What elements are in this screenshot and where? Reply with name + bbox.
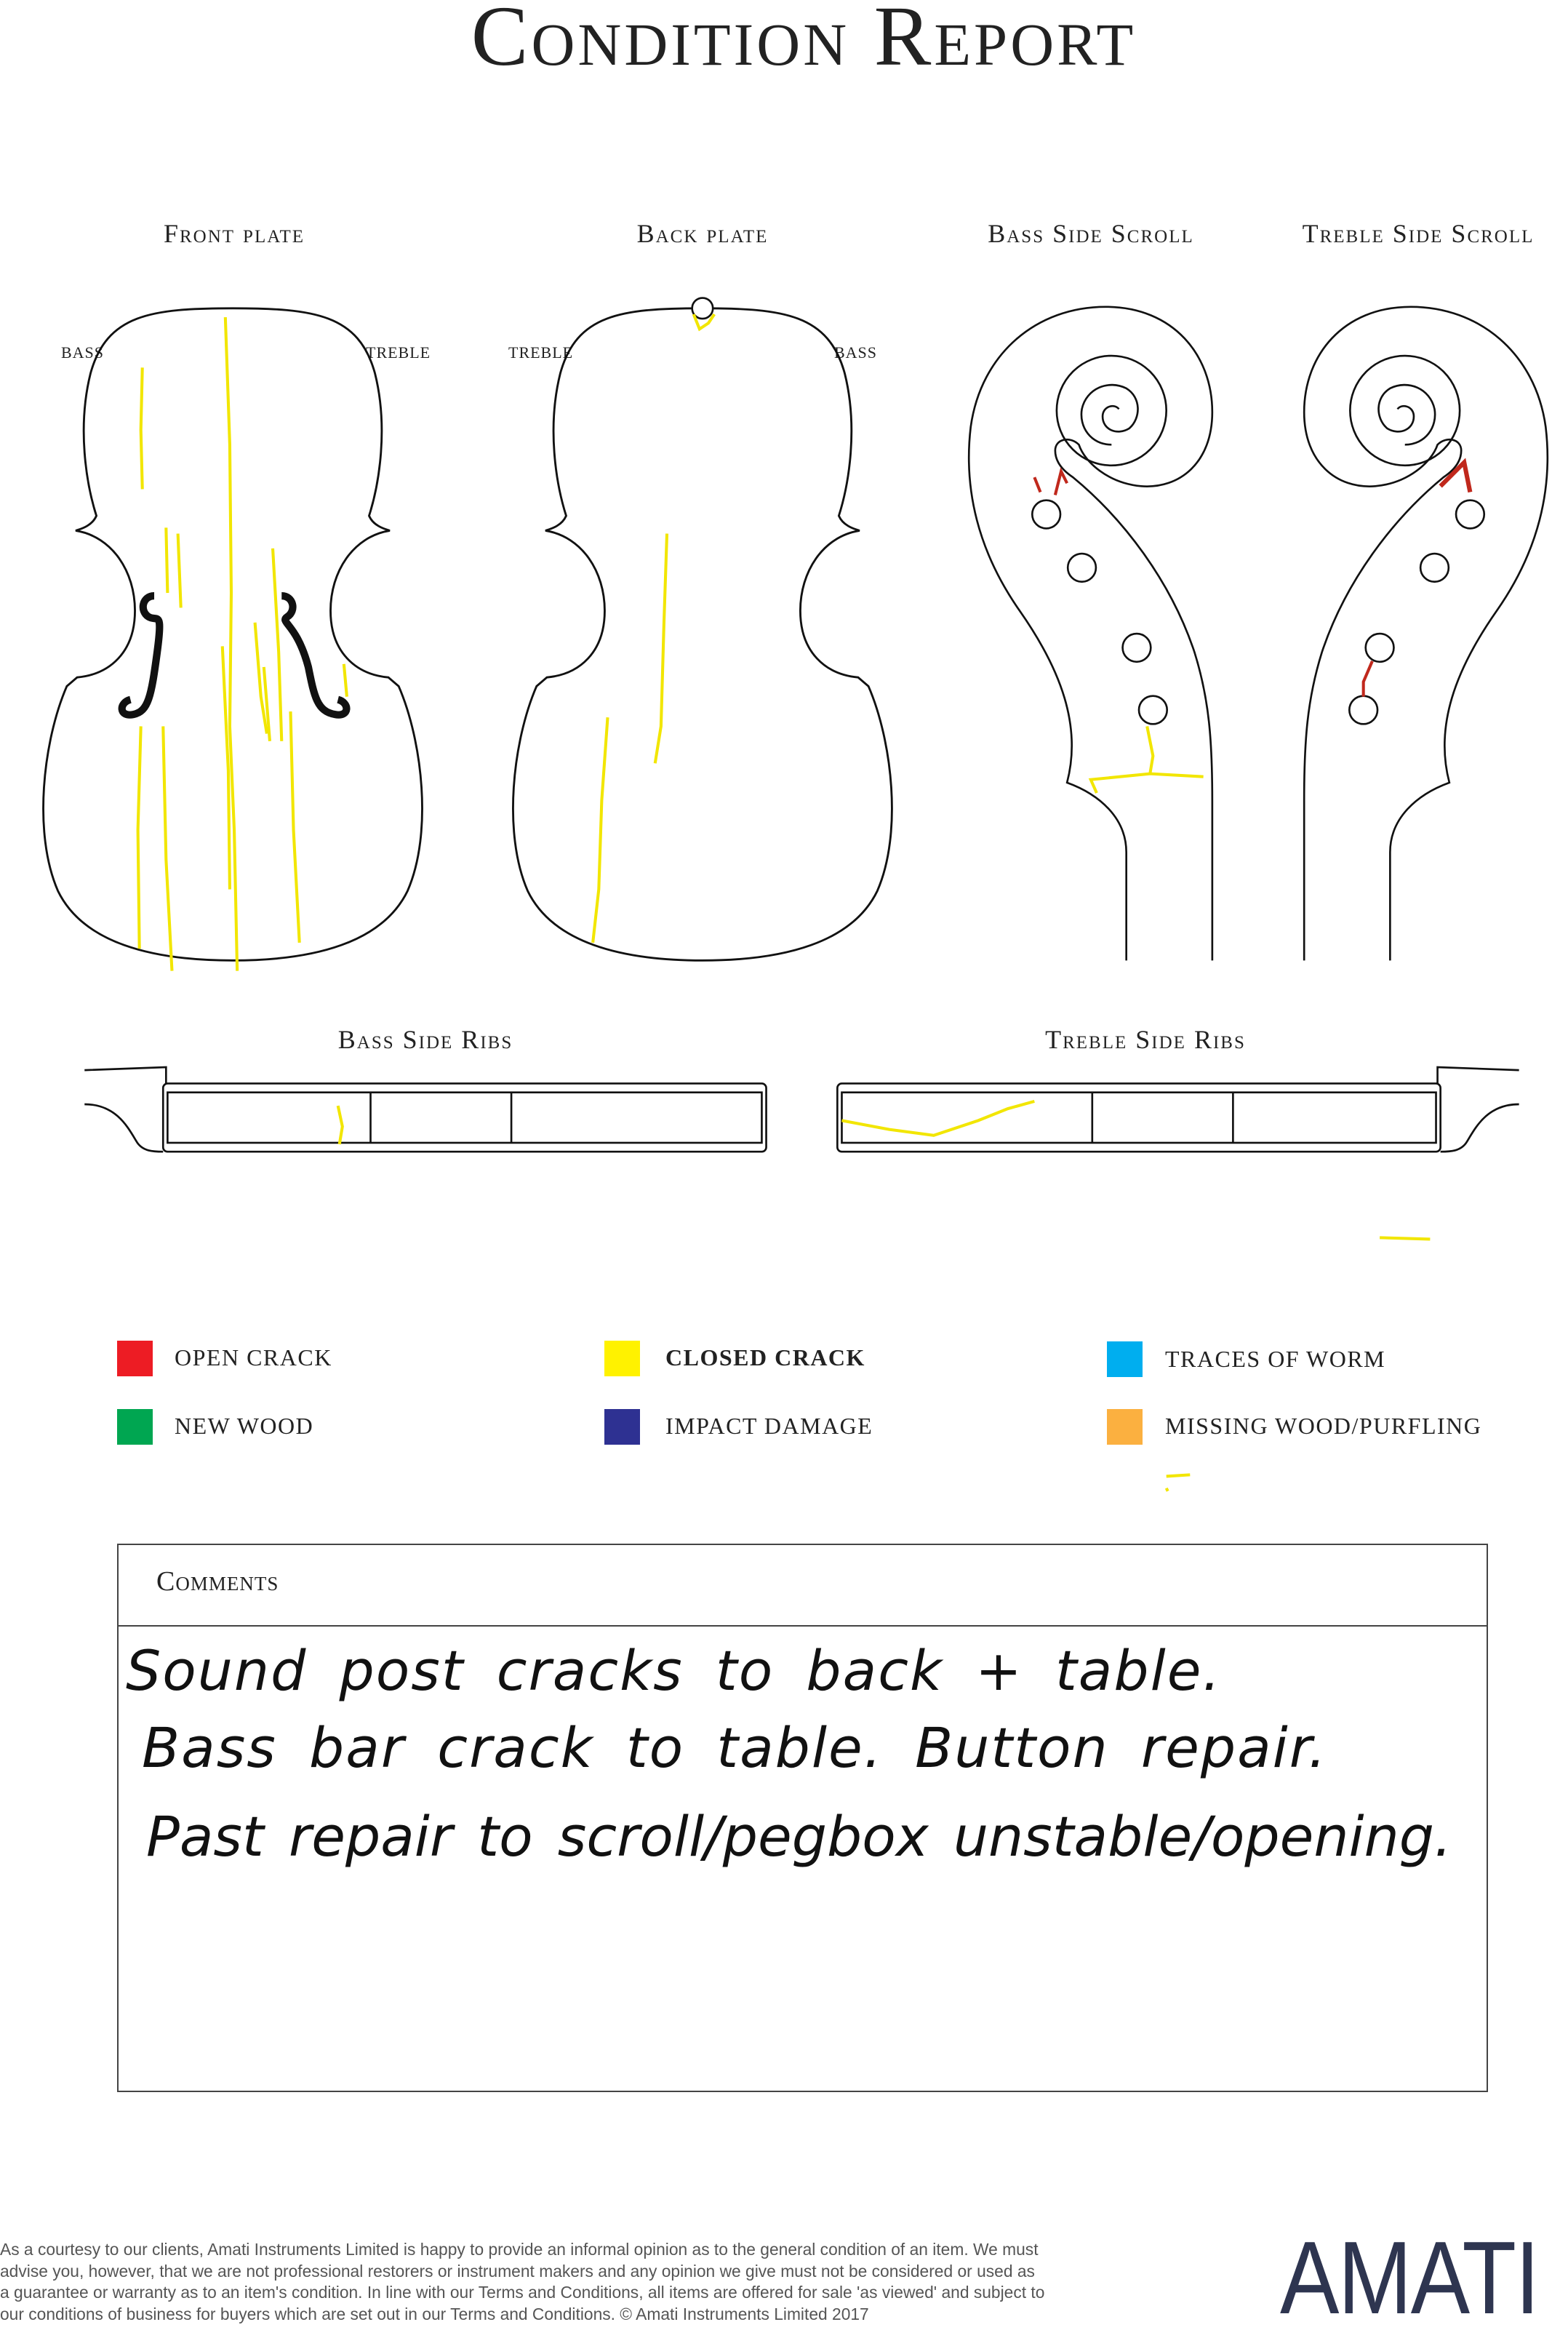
amati-logo: AMATI [1280, 2220, 1540, 2336]
treble-side-scroll-diagram [1303, 306, 1549, 962]
stray-mark [1380, 1236, 1431, 1241]
legend-label-closed-crack: CLOSED CRACK [665, 1344, 865, 1371]
treble-side-ribs-label: Treble Side Ribs [1045, 1025, 1246, 1054]
bass-side-ribs-diagram [83, 1066, 767, 1153]
legend-label-open-crack: OPEN CRACK [175, 1344, 332, 1371]
legend-label-new-wood: NEW WOOD [175, 1413, 314, 1439]
disclaimer-line: a guarantee or warranty as to an item's … [0, 2283, 1045, 2302]
legend-label-traces-of-worm: TRACES OF WORM [1165, 1346, 1386, 1372]
stray-mark [1164, 1473, 1191, 1492]
legend-swatch-new-wood [117, 1409, 153, 1445]
comment-line-1: Sound post cracks to back + table. [126, 1638, 1222, 1703]
legend-swatch-impact-damage [604, 1409, 640, 1445]
f-hole-treble [281, 592, 351, 719]
bass-side-ribs-label: Bass Side Ribs [337, 1025, 513, 1054]
disclaimer-line: advise you, however, that we are not pro… [0, 2261, 1035, 2281]
page-title: Condition Report [471, 0, 1137, 84]
front-plate-diagram [42, 307, 423, 971]
bass-side-scroll-diagram [967, 306, 1214, 962]
comments-label: Comments [156, 1566, 279, 1597]
back-bass-side-label: BASS [834, 343, 878, 362]
comments-box: Comments Sound post cracks to back + tab… [117, 1544, 1488, 2092]
legend-swatch-open-crack [117, 1341, 153, 1376]
treble-side-scroll-label: Treble Side Scroll [1302, 219, 1535, 248]
back-plate-diagram [512, 297, 893, 962]
f-hole-bass [118, 592, 164, 719]
bass-side-scroll-label: Bass Side Scroll [988, 219, 1194, 248]
disclaimer-line: our conditions of business for buyers wh… [0, 2304, 869, 2323]
legend-label-missing-wood: MISSING WOOD/PURFLING [1165, 1413, 1482, 1439]
disclaimer-line: As a courtesy to our clients, Amati Inst… [0, 2240, 1039, 2259]
back-plate-label: Back plate [636, 219, 769, 248]
legend-swatch-closed-crack [604, 1341, 640, 1376]
front-treble-side-label: TREBLE [366, 343, 431, 362]
comment-line-2: Bass bar crack to table. Button repair. [142, 1715, 1328, 1780]
legend-swatch-traces-of-worm [1107, 1341, 1143, 1377]
front-plate-label: Front plate [163, 219, 305, 248]
closed-crack-marks-back [591, 313, 716, 943]
button [691, 297, 714, 320]
closed-crack-marks-front [136, 316, 348, 971]
legend-label-impact-damage: IMPACT DAMAGE [665, 1413, 873, 1439]
legend-swatch-missing-wood [1107, 1409, 1143, 1445]
comment-line-3: Past repair to scroll/pegbox unstable/op… [146, 1804, 1452, 1869]
back-treble-side-label: TREBLE [508, 343, 574, 362]
comments-header: Comments [119, 1545, 1487, 1627]
treble-side-ribs-diagram [836, 1066, 1520, 1153]
disclaimer: As a courtesy to our clients, Amati Inst… [0, 2239, 1044, 2325]
